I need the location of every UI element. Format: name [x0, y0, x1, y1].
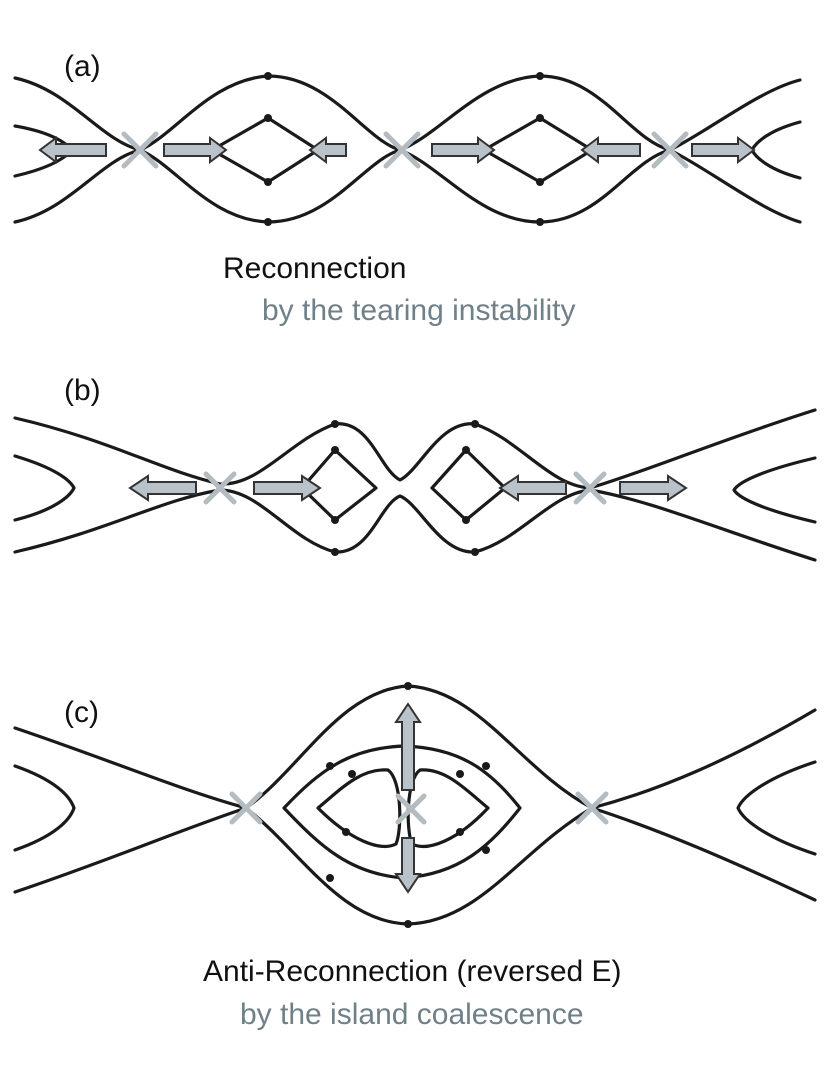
panel-b-diagram [13, 408, 817, 562]
panel-a-island-1 [210, 116, 320, 184]
panel-a-right-hyperbola [750, 120, 802, 180]
panel-a-diagram [13, 72, 802, 226]
panel-c-subcaption: by the island coalescence [240, 998, 584, 1031]
panel-c-label: (c) [64, 696, 99, 729]
panel-c-right-hyperbola [736, 760, 817, 856]
panel-a-outflow-arrows [38, 136, 756, 164]
panel-b-direction-dots [331, 420, 479, 556]
panel-c-vertical-arrows [394, 702, 422, 894]
panel-c-caption: Anti-Reconnection (reversed E) [203, 955, 622, 988]
panel-b-island-2 [430, 448, 507, 522]
panel-b-lower-separatrix [13, 488, 817, 562]
panel-a-island-2 [482, 116, 594, 184]
panel-c-left-hyperbola [13, 764, 76, 852]
panel-b-label: (b) [64, 374, 101, 407]
panel-a-x-points [121, 131, 689, 169]
panel-a-caption: Reconnection [223, 252, 407, 285]
panel-c-outer-island [282, 744, 522, 880]
panel-c-left-lobe [316, 768, 402, 848]
panel-b-upper-separatrix [13, 408, 817, 490]
panel-c-right-lobe [406, 768, 490, 848]
panel-c-diagram [13, 682, 817, 928]
panel-b-outflow-arrows [128, 474, 688, 502]
panel-b-left-hyperbola [13, 454, 76, 522]
panel-c-x-points [229, 791, 609, 825]
panel-c-direction-dots [326, 682, 490, 928]
panel-b-x-points [203, 471, 607, 505]
panel-b-right-hyperbola [732, 456, 817, 524]
panel-a-direction-dots [264, 72, 544, 226]
panel-b-island-1 [300, 448, 378, 522]
panel-a-label: (a) [64, 50, 101, 83]
panel-a-subcaption: by the tearing instability [262, 294, 576, 327]
